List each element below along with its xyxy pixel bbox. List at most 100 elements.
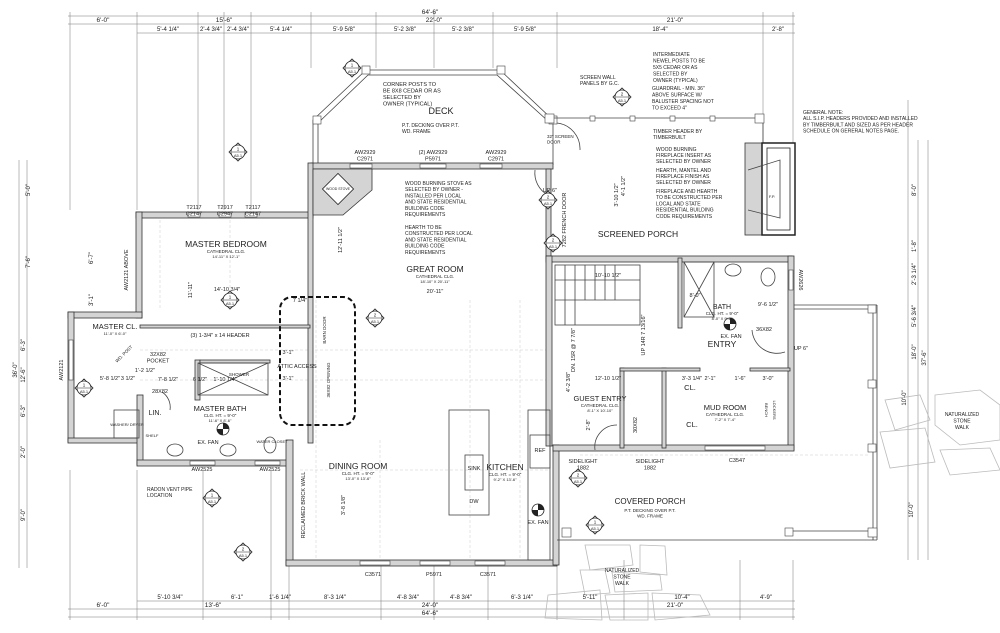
section-marker[interactable]: 1A5.1 [202,488,222,508]
dims-right-5-label: 37'-6" [922,350,928,365]
stairs [554,264,641,326]
tags-aw2525-1-label: AW2525 [192,467,213,473]
notes-stove-4-label: BUILDING CODE [405,206,445,212]
tags-dn15r-label: DN. 15R @ 7 7/8" [571,328,577,372]
notes-timber-header-1-label: TIMBERBUILT [653,135,686,141]
notes-general-1-label: ALL S.I.P. HEADERS PROVIDED AND INSTALLE… [803,116,918,122]
dims-interior-12-label: 7 1/4" [293,298,307,304]
notes-stone-walk-side-0-label: NATURALIZED [945,412,980,418]
section-marker[interactable]: 2A5.1 [538,190,558,210]
tags-aw2525-2-label: AW2525 [260,467,281,473]
section-marker[interactable]: 1A5.1 [342,58,362,78]
section-marker[interactable]: 1A5.1 [228,142,248,162]
tags-french-door-label: 7282 FRENCH DOOR [562,193,568,248]
notes-fireplace-code-4-label: CODE REQUIREMENTS [656,214,713,220]
rooms-covered-porch-name-label: COVERED PORCH [615,497,686,506]
notes-guardrail-3-label: TO EXCEED 4" [652,106,687,112]
rooms-master-bath-size-label: 11'-6" X 8'-6" [209,418,232,423]
room-screened-porch: SCREENED PORCH [598,229,678,239]
notes-guardrail-0-label: GUARDRAIL - MIN. 36" [652,86,705,92]
notes-hearth-2-label: AND STATE RESIDENTIAL [405,237,467,243]
dims-bottom-row1-6-label: 6'-3 1/4" [511,595,533,601]
tags-sink-label: SINK [468,466,481,472]
tags-aw2121-above-label: AW2121 ABOVE [124,249,130,290]
section-marker[interactable]: 2A5.1 [612,87,632,107]
dims-bottom-row1-2-label: 1'-6 1/4" [269,595,291,601]
rooms-kitchen-ceiling-label: CLG. HT. = 9'-0" [489,472,522,477]
rooms-water-closet-name-label: WATER CLOSET [256,439,288,444]
rooms-mud-room-ceiling-label: CATHEDRAL CLG. [706,412,745,417]
notes-newel-posts-0-label: INTERMEDIATE [653,52,691,58]
section-marker-number: 1 [229,295,232,300]
section-marker-sheet: A5.1 [591,526,600,531]
dims-interior-21-label: 1'-6" [735,376,746,382]
section-marker[interactable]: 1A5.1 [220,290,240,310]
tags-sidelight1-1-label: 1882 [577,466,589,472]
dims-bottom-row1-7-label: 5'-11" [583,595,598,601]
covered-porch-rails [557,304,878,541]
dims-left-5-label: 36'-0" [13,362,19,377]
rooms-guest-entry-size-label: 8'-1" X 10'-10" [587,408,613,413]
room-master-bath: MASTER BATH [194,404,247,413]
dims-interior-3-label: 20'-11" [427,289,444,295]
section-marker[interactable]: 1A5.1 [74,378,94,398]
dims-interior-18-label: 9'-6 1/2" [758,302,778,308]
notes-stone-walk-front-0-label: NATURALIZED [605,568,640,574]
dims-top-row3-1-label: 2'-4 3/4" [200,27,222,33]
notes-screen-wall-1-label: PANELS BY G.C. [580,81,619,87]
rooms-guest-entry-ceiling-label: CATHEDRAL CLG. [581,403,620,408]
section-marker[interactable]: 2A5.1 [365,308,385,328]
dims-interior-15-label: 3'-10 1/2" [614,183,620,206]
dims-interior-0-label: 11'-11" [188,282,194,298]
dims-top-row3-2-label: 2'-4 3/4" [227,27,249,33]
tags-d28x82-label: 28X82 [152,389,168,395]
section-marker-sheet: A5.1 [371,319,380,324]
dims-interior-22-label: 3'-0" [763,376,774,382]
room-entry: ENTRY [708,339,737,349]
dims-top-row2-2-label: 22'-0" [426,17,443,24]
rooms-washer-dryer-name-label: WASHER/ DRYER [110,422,144,427]
dims-left-0-label: 5'-0" [26,184,32,196]
notes-bench-label: BENCH [764,403,769,417]
section-marker[interactable]: 2A5.1 [543,233,563,253]
rooms-shower-name-label: SHOWER [229,372,250,377]
notes-radon-0-label: RADON VENT PIPE [147,487,193,493]
dims-right-2-label: 2'-3 1/4" [912,263,918,285]
dims-top-row3-5-label: 5'-2 3/8" [394,27,416,33]
notes-stove-2-label: INSTALLED PER LOCAL [405,193,462,199]
tags-c3547-label: C3547 [729,458,745,464]
dims-interior-25-label: 3'-8 1/8" [341,495,347,515]
notes-newel-posts-3-label: SELECTED BY [653,72,688,78]
section-marker[interactable]: 2A5.1 [568,468,588,488]
rooms-dining-room-ceiling-label: CLG. HT. = 9'-0" [342,471,375,476]
section-marker-sheet: A5.1 [226,301,235,306]
section-marker-number: 1 [594,520,597,525]
dims-bottom-row1-1-label: 6'-1" [231,595,243,601]
tags-sidelight2-1-label: 1882 [644,466,656,472]
tags-mb-w3-1-label: C2147 [245,212,261,218]
tags-d36x82-entry-label: 36X82 [756,327,772,333]
dims-interior-4-label: 5'-8 1/2" [100,376,120,382]
notes-stove-1-label: SELECTED BY OWNER - [405,187,463,193]
section-marker-sheet: A5.1 [234,153,243,158]
section-marker[interactable]: 1A5.1 [585,515,605,535]
notes-lockers-label: LOCKERS [772,400,777,419]
notes-stone-walk-side-2-label: WALK [955,425,970,431]
tags-pocket-1-label: POCKET [147,359,170,365]
notes-newel-posts-1-label: NEWEL POSTS TO BE [653,59,706,65]
notes-fireplace-insert-1-label: FIREPLACE INSERT AS [656,153,712,159]
dims-interior-24-label: 4'-2 3/8" [566,372,572,392]
dims-right-3-label: 5'-6 3/4" [912,305,918,327]
dims-interior-1-label: 14'-10 3/4" [214,287,240,293]
section-marker-number: 2 [242,547,245,552]
room-mud-room: MUD ROOM [704,403,747,412]
section-marker-number: 2 [547,195,550,200]
section-marker[interactable]: 2A5.1 [233,542,253,562]
section-marker-number: 2 [552,238,555,243]
notes-screen-door-0-label: 32" SCREEN [547,134,574,139]
section-marker-sheet: A5.1 [208,499,217,504]
notes-newel-posts-4-label: OWNER (TYPICAL) [653,78,698,84]
tags-ex-fan-bath-label: EX. FAN [720,334,741,340]
tags-pocket-0-label: 32X82 [150,352,166,358]
